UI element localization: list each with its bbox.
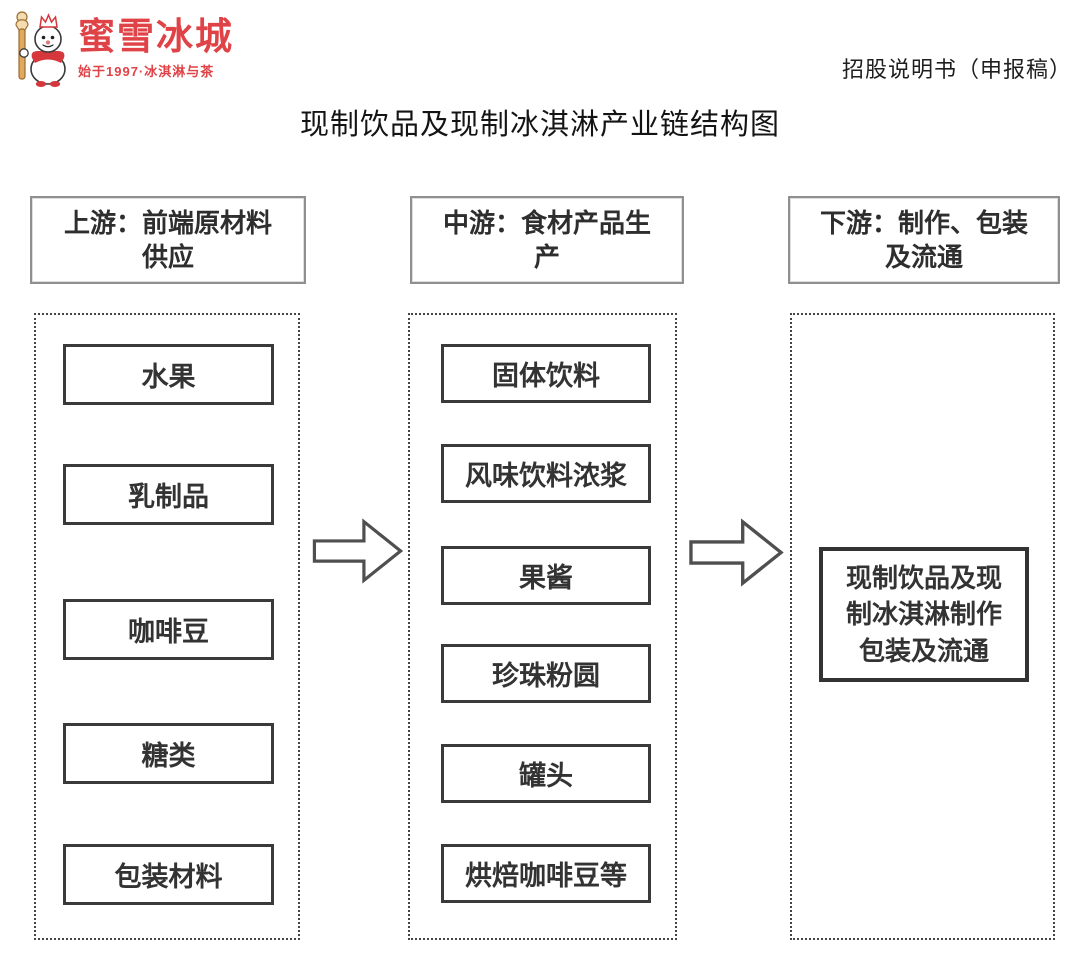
downstream-item-production-packaging-distribution: 现制饮品及现制冰淇淋制作包装及流通 [819,547,1029,682]
document-type-label: 招股说明书（申报稿） [841,57,1072,82]
upstream-item-packaging-materials: 包装材料 [63,844,274,905]
diagram-title: 现制饮品及现制冰淇淋产业链结构图 [299,109,780,141]
logo-text: 蜜雪冰城 始于1997·冰淇淋与茶 [78,8,234,80]
brand-logo: 蜜雪冰城 始于1997·冰淇淋与茶 [12,8,234,88]
upstream-to-midstream-arrow-icon [312,518,404,584]
upstream-item-fruit: 水果 [63,344,274,405]
midstream-header-box: 中游：食材产品生产 [410,196,684,284]
midstream-container: 固体饮料 风味饮料浓浆 果酱 珍珠粉圆 罐头 烘焙咖啡豆等 [408,313,677,940]
brand-tagline: 始于1997·冰淇淋与茶 [78,63,215,79]
midstream-to-downstream-arrow-icon [689,518,784,587]
midstream-item-tapioca-pearls: 珍珠粉圆 [441,644,651,703]
upstream-item-coffee-beans: 咖啡豆 [63,599,274,660]
midstream-item-roasted-coffee-beans: 烘焙咖啡豆等 [441,844,651,903]
midstream-item-flavored-concentrate: 风味饮料浓浆 [441,444,651,503]
midstream-item-canned-food: 罐头 [441,744,651,803]
snowman-mascot-icon [15,11,66,87]
upstream-header-box: 上游：前端原材料供应 [30,196,306,284]
downstream-header-box: 下游：制作、包装及流通 [788,196,1060,284]
downstream-container: 现制饮品及现制冰淇淋制作包装及流通 [790,313,1055,940]
midstream-item-jam: 果酱 [441,546,651,605]
brand-name: 蜜雪冰城 [78,16,234,57]
upstream-item-dairy: 乳制品 [63,464,274,525]
upstream-item-sugars: 糖类 [63,723,274,784]
midstream-item-solid-beverage: 固体饮料 [441,344,651,403]
upstream-container: 水果 乳制品 咖啡豆 糖类 包装材料 [34,313,300,940]
